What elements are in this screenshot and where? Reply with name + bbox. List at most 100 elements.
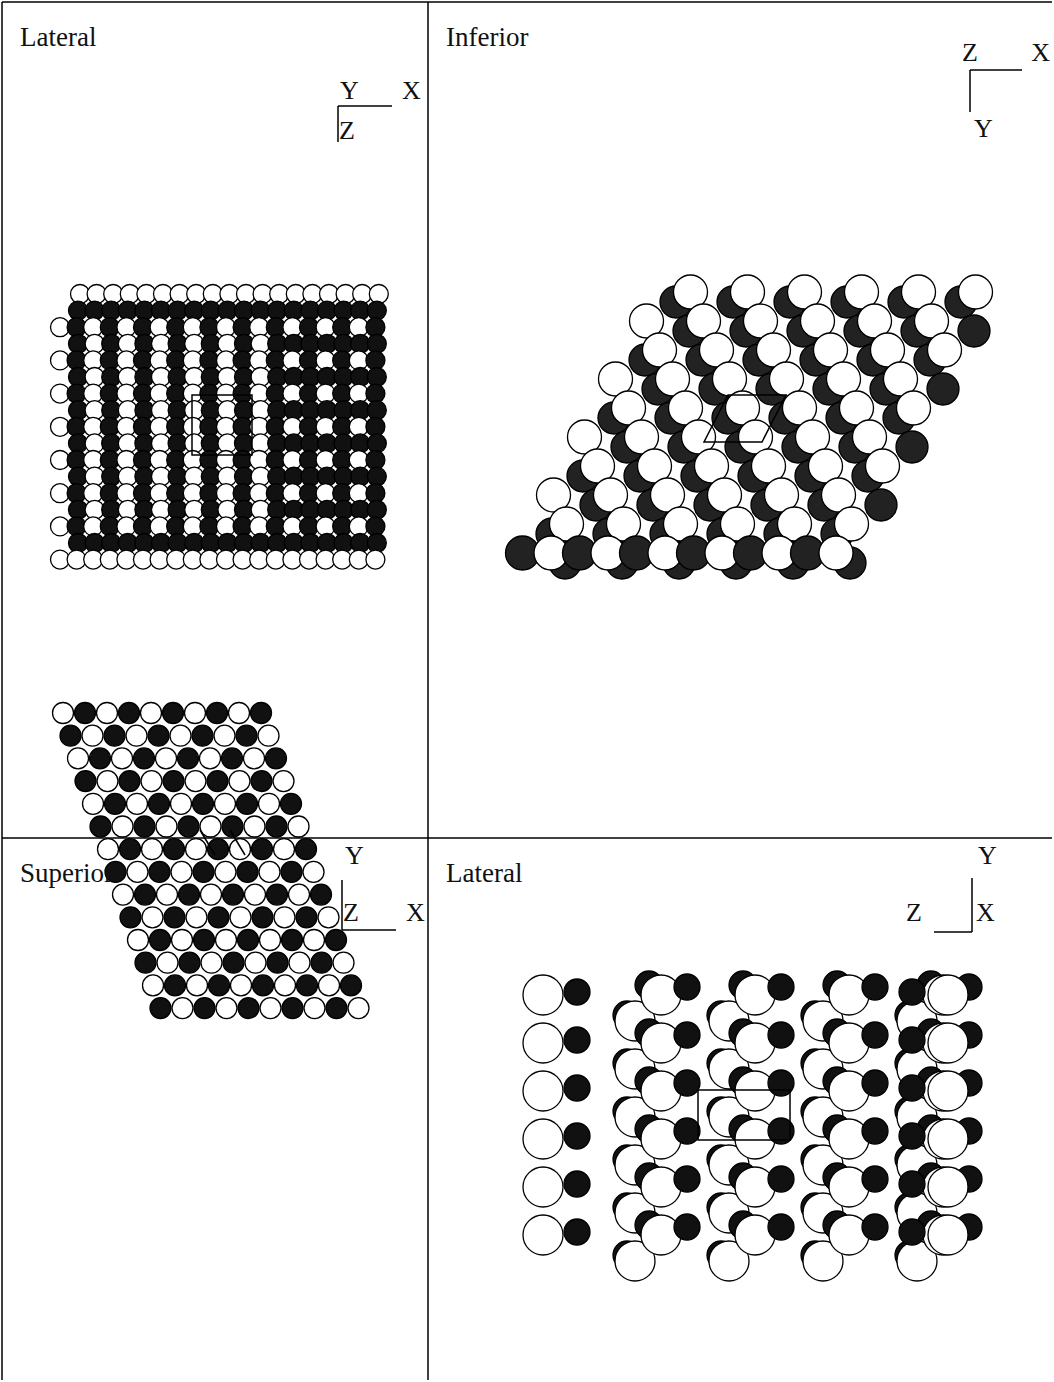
axis-label: Y [345, 843, 364, 869]
atom [897, 391, 931, 425]
atom [244, 816, 265, 837]
atom [326, 930, 347, 951]
atom [231, 975, 252, 996]
atom [333, 952, 354, 973]
atom [862, 1070, 888, 1096]
atom [862, 1214, 888, 1240]
atom [229, 771, 250, 792]
atom [171, 861, 192, 882]
atom [674, 1070, 700, 1096]
axis-label: X [402, 78, 421, 104]
atom [172, 930, 193, 951]
atom [959, 275, 993, 309]
atom [341, 975, 362, 996]
atom [83, 793, 104, 814]
view-panel: Lateral [428, 838, 1054, 1382]
atom [201, 952, 222, 973]
atom [222, 748, 243, 769]
atom [245, 884, 266, 905]
atom [230, 907, 251, 928]
atom [193, 861, 214, 882]
atom [899, 1219, 925, 1245]
atom [862, 974, 888, 1000]
atom [928, 1023, 968, 1063]
atom [215, 793, 236, 814]
atom [127, 793, 148, 814]
atom [266, 748, 287, 769]
atom [143, 975, 164, 996]
atom [252, 839, 273, 860]
atom [194, 930, 215, 951]
atom [165, 975, 186, 996]
atom [958, 315, 990, 347]
atom [928, 1119, 968, 1159]
atom [899, 1075, 925, 1101]
atom [289, 952, 310, 973]
atom [564, 979, 590, 1005]
atom [304, 998, 325, 1019]
atom [768, 974, 794, 1000]
axis-label: Z [343, 900, 359, 926]
atom [163, 703, 184, 724]
atom [348, 998, 369, 1019]
atom [214, 725, 235, 746]
view-title: Lateral [20, 22, 96, 53]
atom [862, 1166, 888, 1192]
atom [274, 839, 295, 860]
atom [75, 771, 96, 792]
atom [564, 1075, 590, 1101]
atom [216, 998, 237, 1019]
atom [253, 975, 274, 996]
atom [207, 771, 228, 792]
atom [156, 748, 177, 769]
atom [104, 725, 125, 746]
atom [899, 1123, 925, 1149]
atom [149, 861, 170, 882]
atom [141, 771, 162, 792]
atom [296, 907, 317, 928]
atom [523, 1215, 563, 1255]
atom [866, 449, 900, 483]
atom [564, 1027, 590, 1053]
atom [252, 907, 273, 928]
atom [120, 907, 141, 928]
atom [282, 930, 303, 951]
atom [928, 1071, 968, 1111]
atom [223, 952, 244, 973]
atom [229, 703, 250, 724]
atom [768, 1166, 794, 1192]
atom [899, 979, 925, 1005]
atom [303, 861, 324, 882]
atom [237, 793, 258, 814]
atom [251, 703, 272, 724]
atom [273, 771, 294, 792]
atom [97, 703, 118, 724]
atom [185, 703, 206, 724]
atom [230, 839, 251, 860]
atom [179, 884, 200, 905]
atom [366, 550, 385, 569]
atom [819, 536, 853, 570]
atom [899, 1027, 925, 1053]
atom [186, 907, 207, 928]
atom [215, 861, 236, 882]
atom [200, 748, 221, 769]
atom [523, 1023, 563, 1063]
axis-label: Z [339, 118, 355, 144]
atom [172, 998, 193, 1019]
atom [75, 703, 96, 724]
atom [171, 793, 192, 814]
atom [112, 748, 133, 769]
atom [281, 861, 302, 882]
atom [928, 333, 962, 367]
atom [862, 1118, 888, 1144]
atom [244, 748, 265, 769]
atom [927, 373, 959, 405]
atom [865, 489, 897, 521]
atom [862, 1022, 888, 1048]
atom [326, 998, 347, 1019]
atom [288, 816, 309, 837]
axis-label: Y [974, 116, 993, 142]
atom [187, 975, 208, 996]
